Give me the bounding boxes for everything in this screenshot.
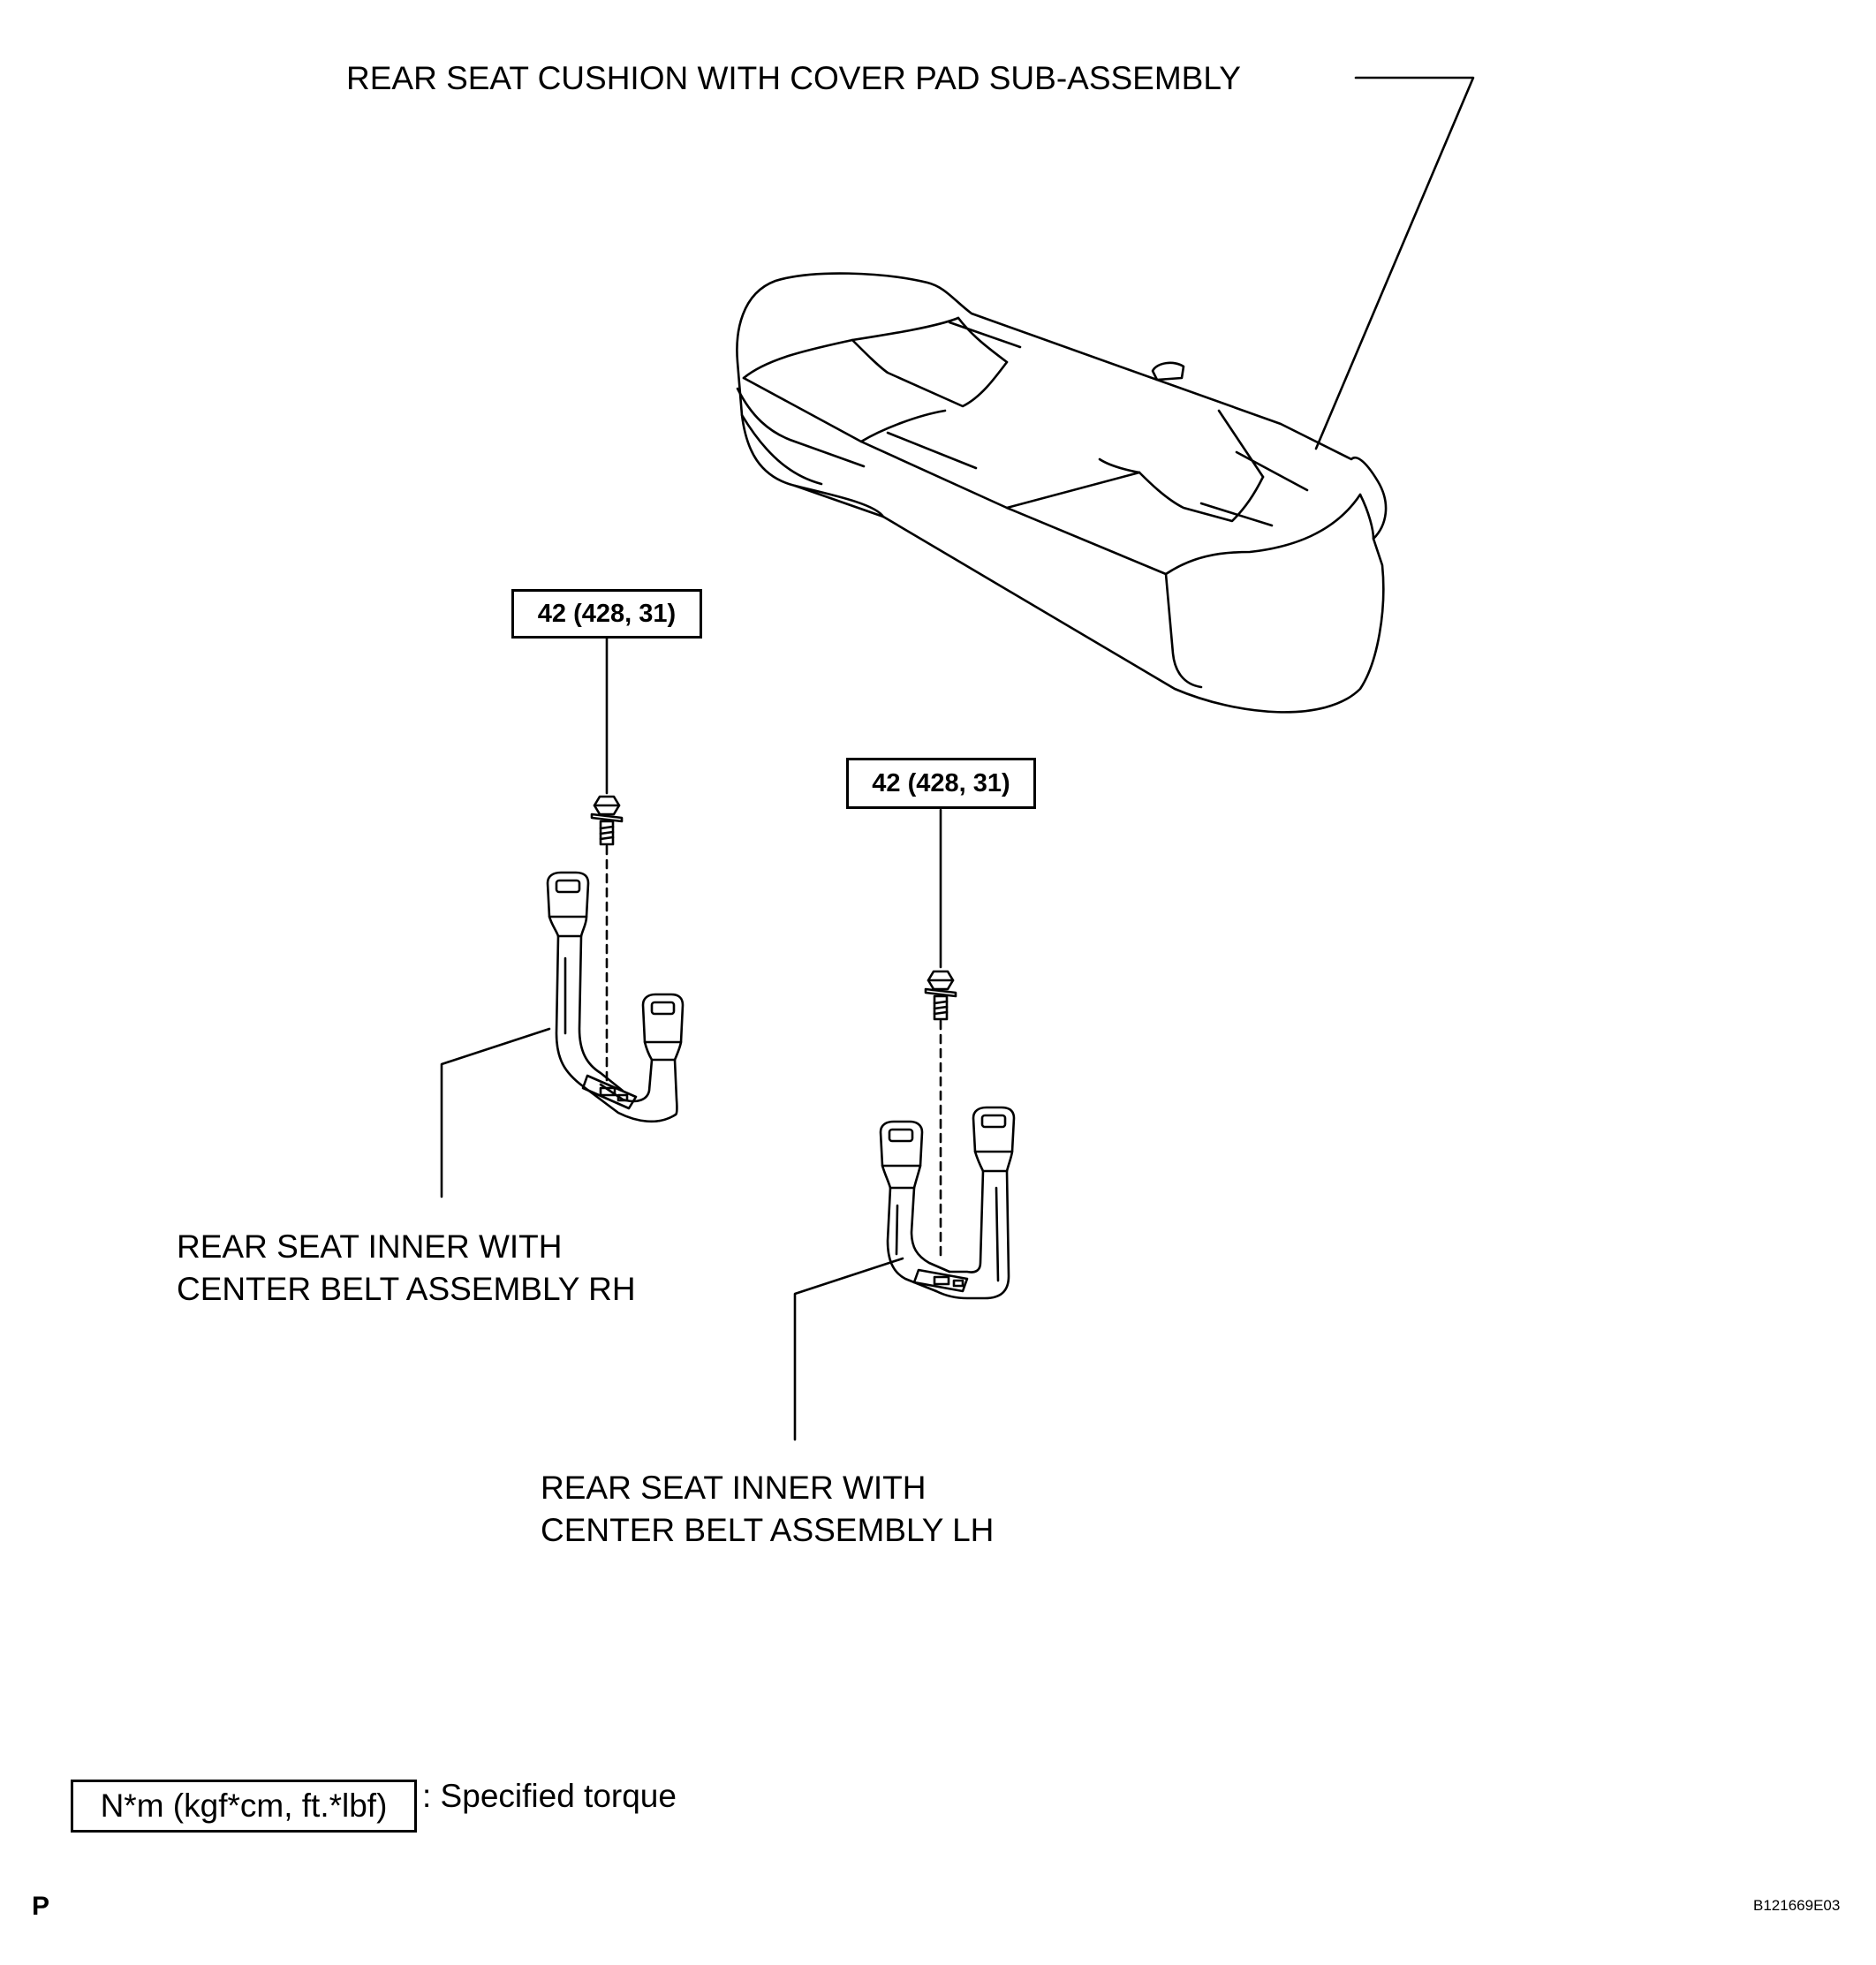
belt-rh-label-line1: REAR SEAT INNER WITH <box>177 1228 563 1265</box>
seat-cushion-leader <box>1314 76 1475 450</box>
center-belt-rh-illustration <box>546 871 685 1123</box>
belt-lh-label-line2: CENTER BELT ASSEMBLY LH <box>541 1512 995 1548</box>
rear-seat-cushion-illustration <box>736 272 1388 714</box>
torque-spec-lh: 42 (428, 31) <box>846 758 1036 809</box>
center-belt-lh-illustration <box>879 1106 1016 1300</box>
belt-rh-leader <box>440 1027 551 1198</box>
belt-rh-label-line2: CENTER BELT ASSEMBLY RH <box>177 1271 636 1307</box>
torque-spec-rh: 42 (428, 31) <box>511 589 702 639</box>
belt-lh-leader <box>793 1257 904 1441</box>
belt-lh-label-line1: REAR SEAT INNER WITH <box>541 1470 927 1506</box>
figure-id: B121669E03 <box>1753 1897 1841 1914</box>
bolt-lh-icon <box>924 970 957 1021</box>
torque-unit-legend-box: N*m (kgf*cm, ft.*lbf) <box>71 1780 417 1833</box>
page-mark: P <box>32 1892 50 1921</box>
torque-legend-description: : Specified torque <box>422 1778 677 1814</box>
bolt-rh-icon <box>590 795 624 846</box>
seat-cushion-label: REAR SEAT CUSHION WITH COVER PAD SUB-ASS… <box>346 60 1241 96</box>
